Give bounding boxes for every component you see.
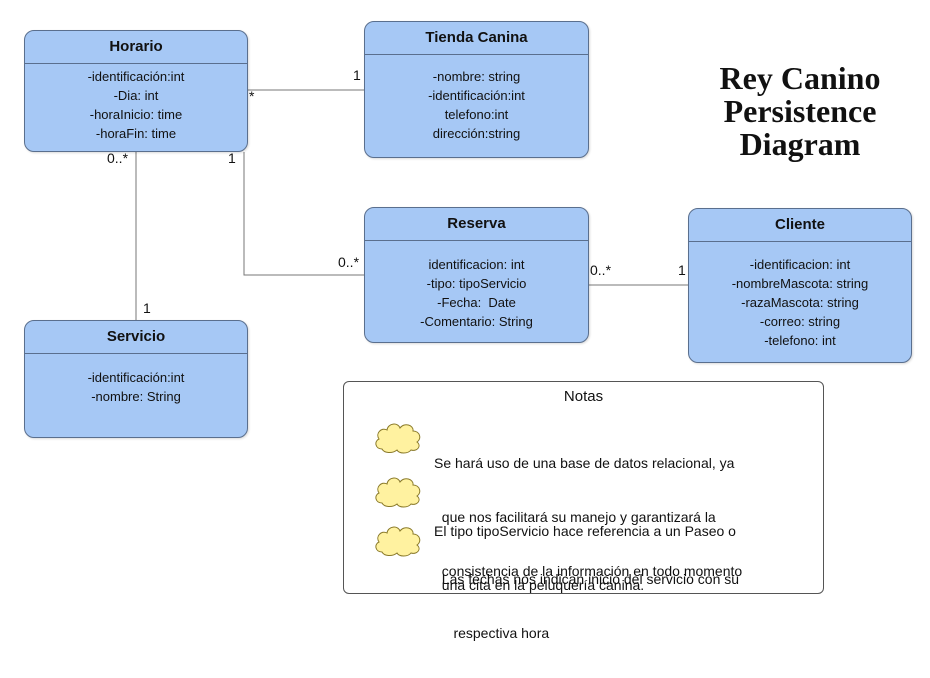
title-line: Rey Canino	[719, 60, 881, 96]
attribute: -Fecha: Date	[437, 295, 516, 310]
attribute: -telefono: int	[764, 333, 836, 348]
note-item: Las fechas nos indican inicio del servic…	[434, 534, 739, 678]
attribute: -Comentario: String	[420, 314, 533, 329]
note-line: una cita en la peluquería canina.	[434, 577, 645, 593]
attribute: -identificación:int	[87, 69, 185, 84]
attribute: -identificacion: int	[749, 257, 851, 272]
association-horario-reserva	[243, 152, 364, 276]
class-reserva-name: Reserva	[365, 208, 588, 241]
multiplicity-label: 0..*	[590, 262, 612, 278]
attribute: -horaFin: time	[95, 126, 177, 141]
attribute: identificacion: int	[428, 257, 525, 272]
class-tienda-canina[interactable]: Tienda Canina -nombre: string -identific…	[364, 21, 589, 158]
note-line: respectiva hora	[434, 625, 550, 641]
class-servicio-attributes: -identificación:int -nombre: String	[25, 354, 247, 406]
multiplicity-label: *	[249, 88, 255, 104]
class-servicio-name: Servicio	[25, 321, 247, 354]
attribute: -identificación:int	[87, 370, 185, 385]
attribute: -razaMascota: string	[741, 295, 859, 310]
class-horario-name: Horario	[25, 31, 247, 64]
attribute: -nombre: String	[91, 389, 181, 404]
notes-header: Notas	[563, 388, 604, 405]
class-reserva-attributes: identificacion: int -tipo: tipoServicio …	[365, 241, 588, 331]
note-item: Se hará uso de una base de datos relacio…	[434, 418, 742, 616]
class-tienda-canina-name: Tienda Canina	[365, 22, 588, 55]
attribute: -correo: string	[759, 314, 841, 329]
class-cliente[interactable]: Cliente -identificacion: int -nombreMasc…	[688, 208, 912, 363]
attribute: -tipo: tipoServicio	[426, 276, 527, 291]
multiplicity-label: 0..*	[107, 150, 129, 166]
title-line: Persistence	[723, 93, 877, 129]
class-reserva[interactable]: Reserva identificacion: int -tipo: tipoS…	[364, 207, 589, 343]
attribute: telefono:int	[444, 107, 509, 122]
association-lines	[135, 89, 688, 320]
note-line: Se hará uso de una base de datos relacio…	[434, 455, 735, 471]
title-line: Diagram	[739, 126, 861, 162]
attribute: -horaInicio: time	[89, 107, 183, 122]
note-line: que nos facilitará su manejo y garantiza…	[434, 509, 716, 525]
note-line: El tipo tipoServicio hace referencia a u…	[434, 523, 736, 539]
cloud-icon	[375, 423, 421, 454]
notes-box[interactable]: Notas Se hará uso de una base de datos r…	[343, 381, 824, 641]
multiplicity-label: 1	[228, 150, 236, 166]
class-cliente-name: Cliente	[689, 209, 911, 242]
attribute: -Dia: int	[113, 88, 159, 103]
multiplicity-label: 1	[353, 67, 361, 83]
attribute: -nombreMascota: string	[731, 276, 869, 291]
multiplicity-label: 1	[678, 262, 686, 278]
multiplicity-label: 1	[143, 300, 151, 316]
cloud-icon	[375, 477, 421, 508]
class-cliente-attributes: -identificacion: int -nombreMascota: str…	[689, 242, 911, 350]
cloud-icon	[375, 526, 421, 557]
note-line: Las fechas nos indican inicio del servic…	[434, 571, 740, 587]
class-horario-attributes: -identificación:int -Dia: int -horaInici…	[25, 64, 247, 143]
class-servicio[interactable]: Servicio -identificación:int -nombre: St…	[24, 320, 248, 438]
class-tienda-canina-attributes: -nombre: string -identificación:int tele…	[365, 55, 588, 143]
attribute: dirección:string	[432, 126, 521, 141]
note-line: consistencia de la información en todo m…	[434, 563, 743, 579]
class-horario[interactable]: Horario -identificación:int -Dia: int -h…	[24, 30, 248, 152]
attribute: -nombre: string	[432, 69, 521, 84]
note-item: El tipo tipoServicio hace referencia a u…	[434, 486, 736, 630]
multiplicity-label: 0..*	[338, 254, 360, 270]
attribute: -identificación:int	[428, 88, 525, 103]
diagram-title: Rey Canino Persistence Diagram	[690, 62, 910, 161]
